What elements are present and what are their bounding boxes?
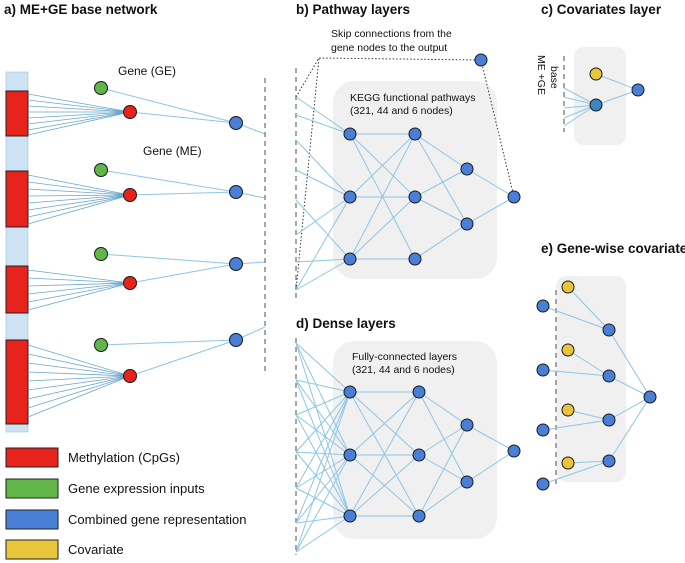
cpg-block-2 [5,170,29,228]
pathway-l2-node-1 [408,127,422,141]
pathway-l3-node-1 [460,162,474,176]
panel-e: e) Gene-wise covariates [536,241,685,491]
covariates-output-node [631,83,645,97]
pathway-l1-node-2 [343,190,357,204]
dense-l2-node-2 [412,448,426,462]
covariates-combined-node [589,98,603,112]
genewise-combined-node-3 [602,413,616,427]
panel-e-heading: e) Gene-wise covariates [541,241,685,256]
dense-l3-node-1 [460,418,474,432]
panel-d-heading: d) Dense layers [296,316,396,331]
genewise-covariate-node-3 [561,403,575,417]
pathway-l2-node-2 [408,190,422,204]
kegg-label-line2: (321, 44 and 6 nodes) [350,105,453,117]
dense-l1-node-2 [343,448,357,462]
skip-output-node [474,53,488,67]
gene-ge-label: Gene (GE) [118,64,176,78]
genewise-covariate-node-2 [561,343,575,357]
combined-node-1 [229,116,243,130]
panel-a-heading: a) ME+GE base network [4,2,158,17]
pathway-l2-node-3 [408,252,422,266]
legend-label-covariate: Covariate [68,542,124,557]
genewise-combined-node-4 [602,454,616,468]
covariate-node [589,67,603,81]
legend: Methylation (CpGs) Gene expression input… [5,447,247,560]
genewise-covariate-node-1 [561,280,575,294]
dense-l1-node-1 [343,385,357,399]
legend-label-methylation: Methylation (CpGs) [68,450,180,465]
legend-label-combined: Combined gene representation [68,512,247,527]
legend-swatch-expression [5,478,59,499]
kegg-label-line1: KEGG functional pathways [350,92,475,104]
me-node-1 [123,105,137,119]
ge-node-3 [94,247,108,261]
combined-node-2 [229,185,243,199]
kegg-panel-background [333,81,497,279]
skip-connections-label-line1: Skip connections from the [331,28,452,40]
skip-connections-label-line2: gene nodes to the output [331,42,447,54]
me-ge-base-label-line1: ME +GE [535,55,547,95]
cpg-block-1 [5,90,29,137]
panel-c: c) Covariates layer ME +GE base [535,2,662,145]
covariates-panel-background [574,47,626,145]
genewise-combined-node-1 [602,323,616,337]
genewise-combined-node-2 [602,369,616,383]
legend-label-expression: Gene expression inputs [68,481,205,496]
me-node-3 [123,276,137,290]
cpg-block-4 [5,339,29,425]
genewise-covariate-node-4 [561,456,575,470]
genewise-gene-node-4 [536,477,550,491]
genewise-output-node [643,390,657,404]
fc-label-line2: (321, 44 and 6 nodes) [352,364,455,376]
combined-node-3 [229,257,243,271]
pathway-l1-node-3 [343,252,357,266]
dense-output-node [507,444,521,458]
dense-l2-node-1 [412,385,426,399]
gene-me-label: Gene (ME) [143,144,202,158]
pathway-l3-node-2 [460,217,474,231]
legend-swatch-methylation [5,447,59,468]
ge-node-4 [94,338,108,352]
cpg-fan-edges [27,93,131,418]
pathway-l1-node-1 [343,127,357,141]
pathway-output-node [507,190,521,204]
dense-l3-node-2 [460,475,474,489]
fc-label-line1: Fully-connected layers [352,351,457,363]
panel-a: a) ME+GE base network Gene (GE) Gene (ME… [4,2,266,560]
combined-node-4 [229,333,243,347]
genewise-gene-node-2 [536,363,550,377]
cpg-block-3 [5,265,29,314]
ge-node-2 [94,163,108,177]
ge-node-1 [94,81,108,95]
panel-b: b) Pathway layers Skip connections from … [295,2,521,298]
legend-swatch-combined [5,509,59,530]
legend-swatch-covariate [5,539,59,560]
me-ge-base-label-line2: base [548,66,560,89]
genewise-gene-node-1 [536,299,550,313]
dense-l1-node-3 [343,509,357,523]
me-node-4 [123,369,137,383]
panel-b-heading: b) Pathway layers [296,2,410,17]
panel-c-heading: c) Covariates layer [541,2,662,17]
panel-d: d) Dense layers Fully-connected layers (… [295,316,521,555]
genewise-gene-node-3 [536,423,550,437]
me-node-2 [123,188,137,202]
dense-l2-node-3 [412,509,426,523]
